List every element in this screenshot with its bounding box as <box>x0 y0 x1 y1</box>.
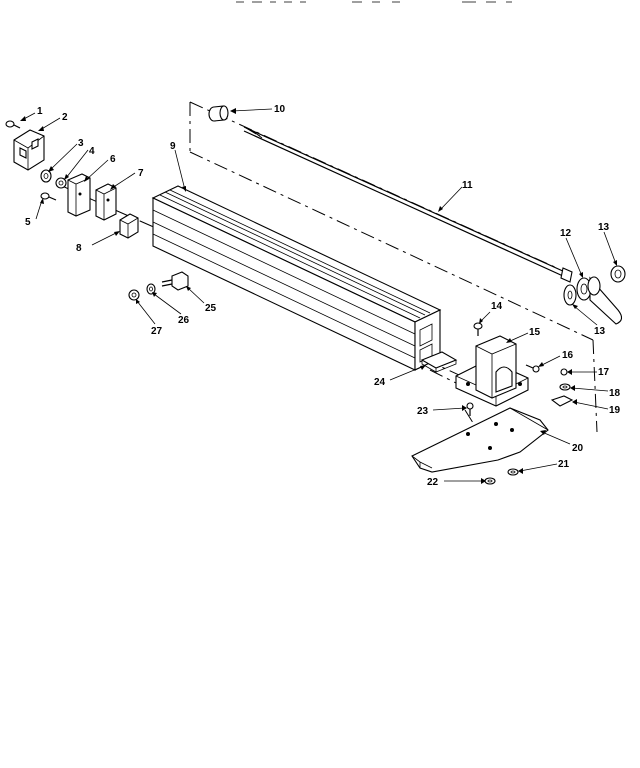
leader-lines <box>20 108 617 484</box>
callout-2: 2 <box>62 112 68 123</box>
callout-22: 22 <box>427 477 439 488</box>
part-16-screw <box>525 364 540 373</box>
callout-labels: 1 2 3 4 5 6 7 8 9 10 11 12 13 13 14 15 1… <box>25 104 621 488</box>
callout-14: 14 <box>491 301 503 312</box>
callout-20: 20 <box>572 443 584 454</box>
callout-7: 7 <box>138 168 144 179</box>
callout-8: 8 <box>76 243 82 254</box>
callout-21: 21 <box>558 459 570 470</box>
callout-5: 5 <box>25 217 31 228</box>
callout-17: 17 <box>598 367 610 378</box>
part-7-bracket <box>95 183 117 221</box>
part-6-plate <box>67 173 91 217</box>
callout-27: 27 <box>151 326 163 337</box>
part-1-screw <box>5 120 21 129</box>
part-21-22-washers <box>484 468 519 485</box>
callout-12: 12 <box>560 228 572 239</box>
part-20-mount-plate <box>411 407 549 473</box>
callout-6: 6 <box>110 154 116 165</box>
part-17-19-hardware <box>550 368 574 407</box>
callout-19: 19 <box>609 405 621 416</box>
callout-13-bottom: 13 <box>594 326 606 337</box>
callout-24: 24 <box>374 377 386 388</box>
callout-10: 10 <box>274 104 286 115</box>
part-15-base-bracket <box>455 335 529 407</box>
callout-13-top: 13 <box>598 222 610 233</box>
callout-11: 11 <box>462 180 473 191</box>
part-14-screw <box>473 322 483 336</box>
callout-15: 15 <box>529 327 541 338</box>
callout-18: 18 <box>609 388 621 399</box>
part-8-clip <box>119 213 139 239</box>
part-9-fence-rail <box>151 185 442 371</box>
part-11-rod <box>243 126 573 283</box>
callout-3: 3 <box>78 138 84 149</box>
callout-25: 25 <box>205 303 217 314</box>
part-25-27-bolt-set <box>128 271 189 301</box>
callout-9: 9 <box>170 141 176 152</box>
callout-1: 1 <box>37 106 43 117</box>
callout-16: 16 <box>562 350 574 361</box>
part-12-13-handle <box>563 265 626 325</box>
part-3-4-5-hardware <box>40 169 67 201</box>
callout-26: 26 <box>178 315 190 326</box>
part-10-bushing <box>208 105 229 122</box>
part-23-screw <box>466 402 474 416</box>
callout-4: 4 <box>89 146 95 157</box>
callout-23: 23 <box>417 406 429 417</box>
part-24-clip <box>420 351 458 373</box>
part-2-clamp-block <box>13 129 45 171</box>
